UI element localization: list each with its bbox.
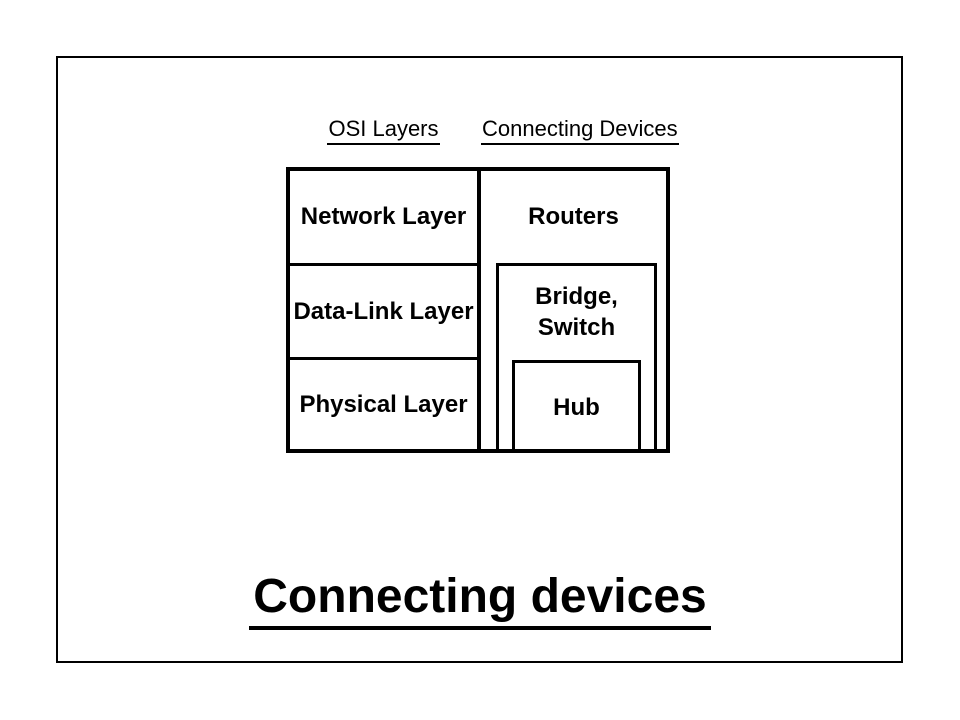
bridge-switch-label-line2: Switch [537, 314, 616, 341]
osi-layers-box: Network Layer Data-Link Layer Physical L… [286, 167, 481, 453]
network-layer-cell: Network Layer [290, 171, 477, 266]
connecting-devices-column-header: Connecting Devices [481, 116, 679, 145]
bridge-switch-label-line1: Bridge, [535, 283, 618, 310]
data-link-layer-cell: Data-Link Layer [290, 266, 477, 360]
hub-box: Hub [512, 360, 641, 453]
physical-layer-cell: Physical Layer [290, 360, 477, 449]
osi-layers-header-label: OSI Layers [327, 116, 440, 145]
slide-border-frame [56, 56, 903, 663]
physical-layer-label: Physical Layer [299, 390, 468, 418]
connecting-devices-box: Routers [481, 167, 670, 453]
connecting-devices-header-label: Connecting Devices [481, 116, 679, 145]
routers-label: Routers [528, 203, 619, 230]
routers-cell: Routers [481, 171, 666, 263]
data-link-layer-label: Data-Link Layer [293, 297, 474, 325]
network-layer-label: Network Layer [300, 203, 467, 230]
bridge-switch-box: Bridge, Switch [496, 263, 657, 453]
bridge-switch-label: Bridge, Switch [499, 266, 654, 343]
slide-title: Connecting devices [0, 570, 960, 630]
osi-layers-column-header: OSI Layers [286, 116, 481, 145]
hub-label: Hub [553, 394, 600, 421]
slide-title-label: Connecting devices [249, 570, 711, 630]
